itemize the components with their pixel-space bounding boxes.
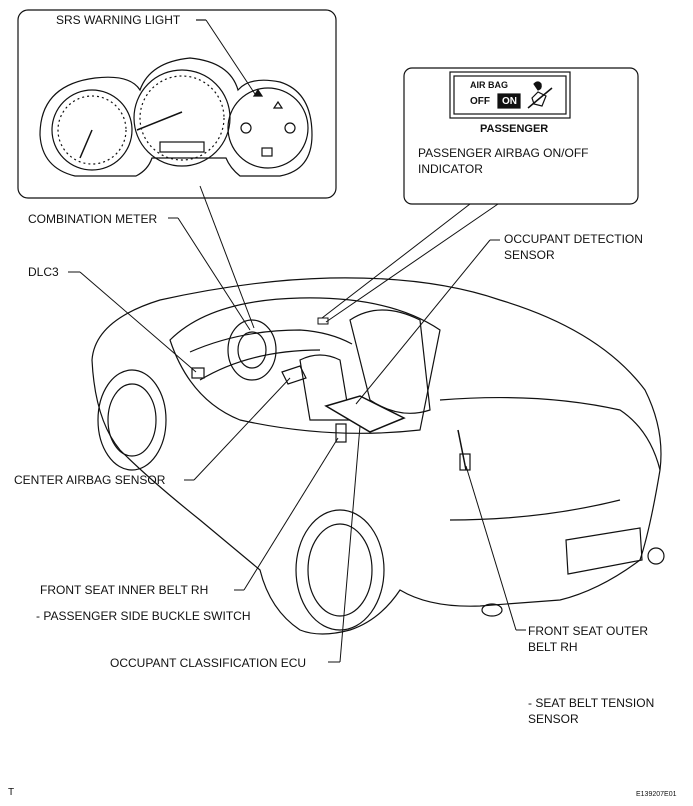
passenger-indicator-title: PASSENGER bbox=[480, 123, 549, 135]
center-airbag-sensor-label: CENTER AIRBAG SENSOR bbox=[14, 473, 166, 487]
seat-belt-tension-sensor-label-line1: - SEAT BELT TENSION bbox=[528, 696, 655, 710]
corner-mark: T bbox=[8, 787, 15, 798]
seat-belt-tension-sensor-label-line2: SENSOR bbox=[528, 712, 579, 726]
leader-lines bbox=[68, 185, 526, 663]
combination-meter-inset bbox=[17, 9, 337, 199]
occupant-detection-sensor-label-line1: OCCUPANT DETECTION bbox=[504, 232, 643, 246]
front-seat-outer-belt-label-line2: BELT RH bbox=[528, 640, 578, 654]
front-seat-outer-belt-label-line1: FRONT SEAT OUTER bbox=[528, 624, 649, 638]
airbag-indicator-text: AIR BAG bbox=[470, 80, 508, 90]
passenger-side-buckle-switch-label: - PASSENGER SIDE BUCKLE SWITCH bbox=[36, 609, 251, 623]
front-seat-inner-belt-label: FRONT SEAT INNER BELT RH bbox=[40, 583, 209, 597]
figure-code: E139207E01 bbox=[636, 791, 677, 798]
occupant-classification-ecu-label: OCCUPANT CLASSIFICATION ECU bbox=[110, 656, 307, 670]
dlc3-label: DLC3 bbox=[28, 265, 59, 279]
passenger-airbag-indicator-label-line2: INDICATOR bbox=[418, 162, 483, 176]
combination-meter-label: COMBINATION METER bbox=[28, 212, 158, 226]
airbag-off-text: OFF bbox=[470, 96, 490, 107]
passenger-indicator-inset bbox=[403, 67, 639, 205]
vehicle-illustration bbox=[91, 277, 665, 635]
passenger-airbag-indicator-label-line1: PASSENGER AIRBAG ON/OFF bbox=[418, 146, 589, 160]
srs-warning-light-label: SRS WARNING LIGHT bbox=[56, 13, 181, 27]
occupant-detection-sensor-label-line2: SENSOR bbox=[504, 248, 555, 262]
airbag-on-text: ON bbox=[502, 96, 517, 107]
